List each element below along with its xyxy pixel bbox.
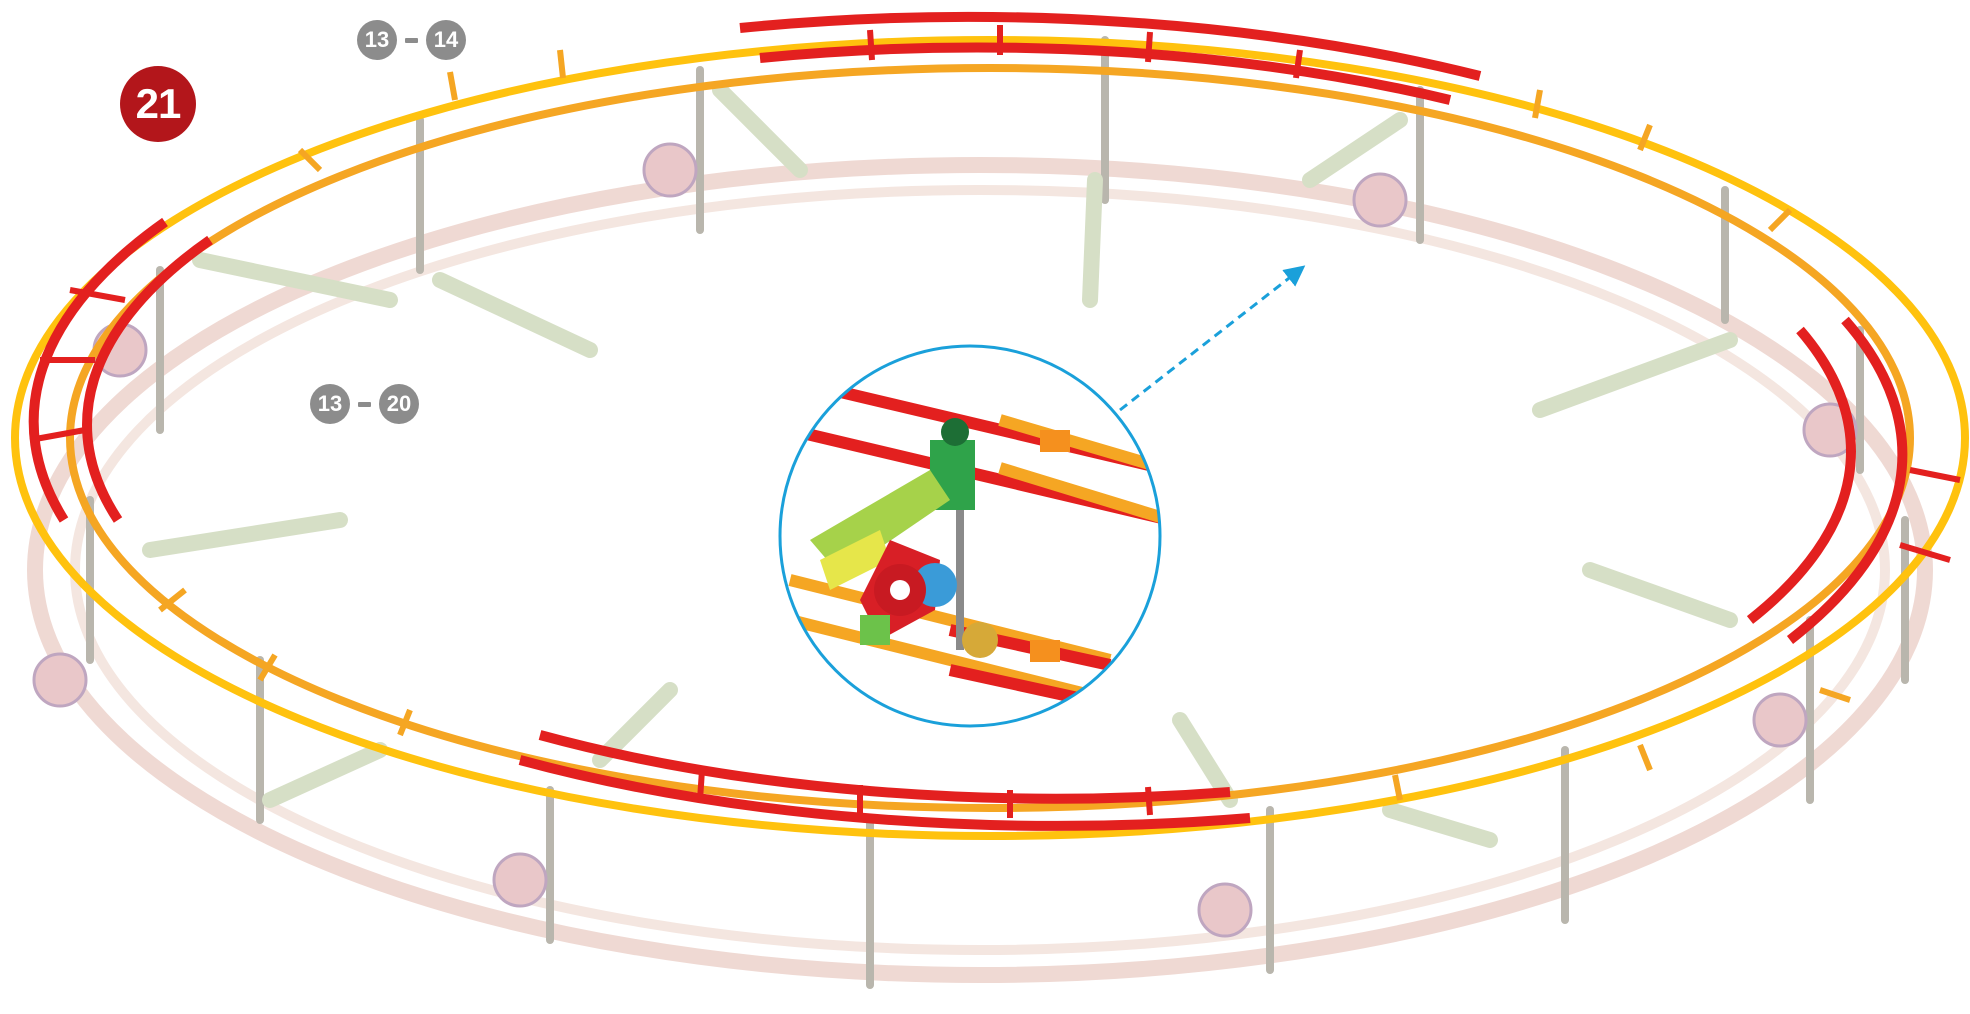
range-dash (358, 401, 371, 407)
pointer-line (1119, 265, 1306, 412)
reference-range-a: 13 14 (357, 20, 466, 60)
support-rods (86, 36, 1909, 989)
track-rungs-red (29, 25, 1961, 818)
upper-track (11, 11, 1969, 840)
reference-start: 13 (357, 20, 397, 60)
radial-arms (142, 82, 1738, 848)
step-number-badge: 21 (120, 66, 196, 142)
track-rungs (158, 49, 1851, 801)
reference-start: 13 (310, 384, 350, 424)
reference-range-b: 13 20 (310, 384, 419, 424)
step-number: 21 (135, 80, 182, 127)
reference-end: 20 (379, 384, 419, 424)
range-dash (405, 37, 418, 43)
zoom-detail (778, 344, 1162, 728)
reference-end: 14 (426, 20, 466, 60)
